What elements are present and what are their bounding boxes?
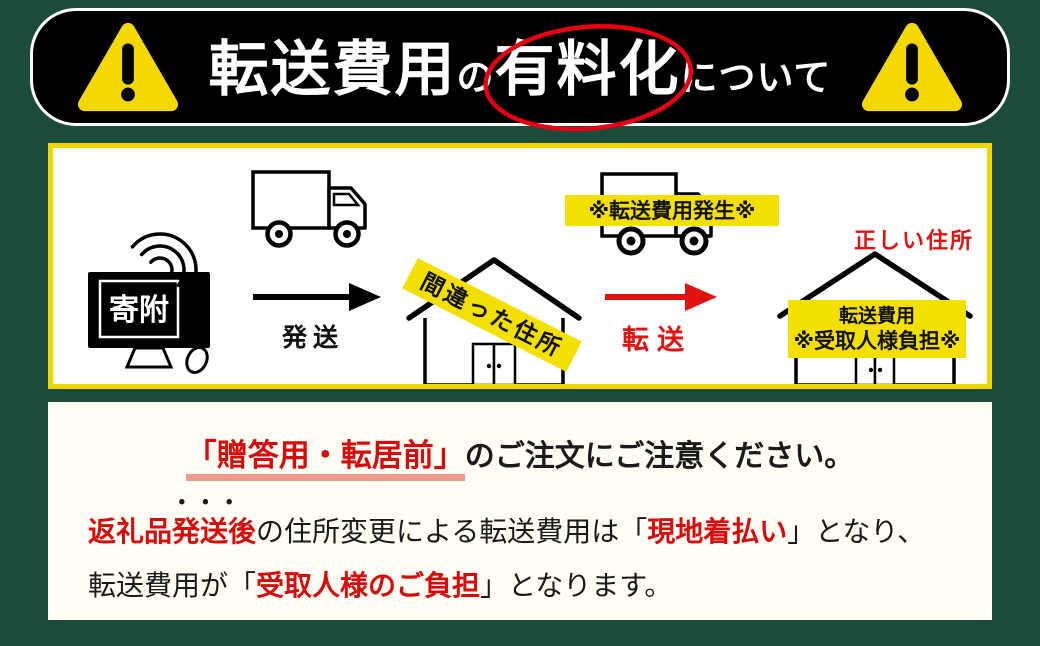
shipping-label: 発送 <box>281 323 344 352</box>
recipient-fee-label-line1: 転送費用 <box>839 304 915 327</box>
notice-line2-highlight: 受取人様のご負担 <box>256 569 481 601</box>
bracket-close: 」 <box>480 569 509 601</box>
notice-line1: 返礼品•••発送後の住所変更による転送費用は「現地着払い」となり、 <box>88 493 926 547</box>
notice-line1-tail: となり、 <box>815 516 926 547</box>
notice-line1-highlight: 現地着払い <box>647 516 788 547</box>
bracket-open: 「 <box>619 516 648 547</box>
notice-body: 返礼品•••発送後の住所変更による転送費用は「現地着払い」となり、 転送費用が「… <box>88 493 952 613</box>
title-particle-2: について <box>680 56 832 98</box>
notice-line2-head: 転送費用が <box>88 569 229 601</box>
notice-panel: 「贈答用・転居前」のご注文にご注意ください。 返礼品•••発送後の住所変更による… <box>48 402 992 620</box>
title-banner: 転送費用 の 有料化 について <box>30 8 1010 131</box>
flow-diagram-panel: 寄附 <box>48 143 992 389</box>
delivery-truck-icon <box>251 170 367 248</box>
title-highlighted-term: 有料化 <box>482 21 693 131</box>
forwarding-arrow <box>605 283 717 311</box>
forwarding-label: 転送 <box>622 325 692 355</box>
notice-heading-highlight: 「贈答用・転居前」 <box>185 438 465 481</box>
fee-incurred-label: ※転送費用発生※ <box>589 199 756 223</box>
donation-monitor-icon: 寄附 <box>88 272 210 374</box>
notice-line2: 転送費用が「受取人様のご負担」となります。 <box>88 570 672 601</box>
recipient-fee-badge: 転送費用 ※受取人様負担※ <box>788 300 966 358</box>
correct-address-label: 正しい住所 <box>854 228 974 253</box>
notice-line2-tail: となります。 <box>508 569 673 601</box>
emphasized-phrase-head: 返礼品 <box>88 516 173 547</box>
title-particle-1: の <box>456 56 495 98</box>
warning-triangle-icon <box>861 22 963 112</box>
emphasis-dots: ••• <box>178 492 250 514</box>
donation-label: 寄附 <box>109 293 169 327</box>
emphasized-phrase-tail: 発送後 <box>172 516 257 547</box>
wifi-signal-icon <box>130 232 198 295</box>
recipient-fee-label-line2: ※受取人様負担※ <box>794 329 961 353</box>
page-title: 転送費用 の 有料化 について <box>208 21 832 131</box>
title-segment-1: 転送費用 <box>208 35 457 103</box>
warning-triangle-icon <box>77 22 179 112</box>
bracket-close: 」 <box>787 516 816 547</box>
fee-incurred-badge: ※転送費用発生※ <box>565 195 779 226</box>
shipping-arrow <box>253 283 381 311</box>
notice-line1-mid: の住所変更による転送費用は <box>256 516 620 547</box>
notice-heading-rest: のご注文にご注意ください。 <box>464 440 855 473</box>
bracket-open: 「 <box>228 569 257 601</box>
emphasized-phrase-dotted: •••発送後 <box>172 493 257 559</box>
forwarding-flow-diagram: 寄附 <box>88 170 974 384</box>
title-highlighted-text: 有料化 <box>494 35 681 103</box>
notice-heading: 「贈答用・転居前」のご注文にご注意ください。 <box>88 430 952 481</box>
